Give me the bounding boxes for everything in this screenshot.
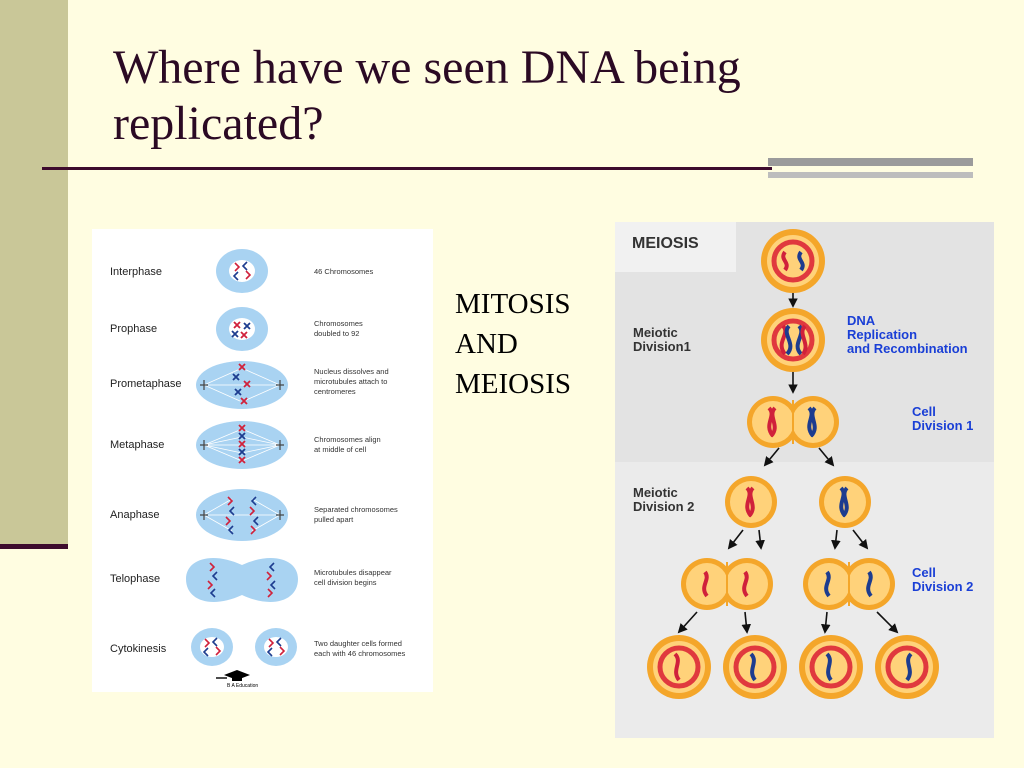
gamete-cell-2	[723, 635, 787, 699]
metaphase-cell	[196, 421, 288, 469]
phase-desc-prometaphase-2: microtubules attach to	[314, 377, 387, 386]
prophase-cell	[216, 307, 268, 351]
arrow-7	[831, 529, 841, 550]
phase-label-prophase: Prophase	[110, 323, 157, 335]
prometaphase-cell	[196, 361, 288, 409]
gamete-cell-1	[647, 635, 711, 699]
phase-desc-interphase-1: 46 Chromosomes	[314, 267, 373, 276]
meiotic-division-1-line-2: Division1	[633, 339, 691, 354]
meiotic-division-1-line-1: Meiotic	[633, 325, 678, 340]
cell-division-2-line-1: Cell	[912, 565, 936, 580]
phase-desc-cytokinesis-1: Two daughter cells formed	[314, 639, 402, 648]
cell-division-1-label: Cell Division 1	[912, 405, 973, 433]
gamete-cell-4	[875, 635, 939, 699]
phase-label-interphase: Interphase	[110, 266, 162, 278]
dna-line-3: and Recombination	[847, 341, 968, 356]
phase-desc-metaphase-1: Chromosomes align	[314, 435, 381, 444]
parent-cell	[761, 229, 825, 293]
meiotic-division-1-label: Meiotic Division1	[633, 326, 691, 354]
meiotic-division-2-label: Meiotic Division 2	[633, 486, 694, 514]
center-label-line-2: AND	[455, 328, 518, 360]
cytokinesis-daughter-cell-right	[255, 628, 297, 666]
meiosis-heading-tab	[615, 222, 736, 272]
title-underline	[42, 167, 772, 170]
slide-title: Where have we seen DNA being replicated?	[113, 40, 873, 152]
dna-line-1: DNA	[847, 313, 876, 328]
graduation-cap-icon	[216, 670, 250, 681]
phase-label-metaphase: Metaphase	[110, 439, 164, 451]
arrow-8	[852, 529, 869, 550]
cell-division-2-line-2: Division 2	[912, 579, 974, 594]
phase-label-anaphase: Anaphase	[110, 509, 160, 521]
arrow-4	[818, 447, 835, 467]
phase-desc-prophase-2: doubled to 92	[314, 329, 359, 338]
anaphase-cell	[196, 489, 288, 541]
arrow-3	[763, 447, 780, 467]
replicated-cell	[761, 308, 825, 372]
mitosis-and-meiosis-label: MITOSIS AND MEIOSIS	[455, 284, 605, 404]
phase-desc-telophase-2: cell division begins	[314, 578, 377, 587]
slide-title-line-2: replicated?	[113, 97, 324, 150]
dividing-cell-1	[747, 396, 839, 448]
meiosis-ii-cell-right	[819, 476, 871, 528]
phase-label-prometaphase: Prometaphase	[110, 378, 182, 390]
phase-desc-prophase-1: Chromosomes	[314, 319, 363, 328]
title-accent-thick	[768, 158, 973, 166]
cell-division-1-line-1: Cell	[912, 404, 936, 419]
cytokinesis-daughter-cell-left	[191, 628, 233, 666]
dna-replication-label: DNA Replication and Recombination	[847, 314, 968, 356]
arrow-5	[727, 529, 744, 550]
title-accent-thin	[768, 172, 973, 178]
slide-title-line-1: Where have we seen DNA being	[113, 41, 741, 94]
phase-desc-cytokinesis-2: each with 46 chromosomes	[314, 649, 406, 658]
left-accent-bar	[0, 0, 68, 545]
cell-division-1-line-2: Division 1	[912, 418, 974, 433]
meiotic-division-2-line-1: Meiotic	[633, 485, 678, 500]
phase-label-cytokinesis: Cytokinesis	[110, 643, 167, 655]
telophase-cell	[186, 557, 298, 602]
meiosis-heading: MEIOSIS	[632, 235, 699, 252]
phase-desc-prometaphase-1: Nucleus dissolves and	[314, 367, 389, 376]
mitosis-diagram: Interphase Prophase Prometaphase Metapha…	[92, 229, 433, 692]
center-label-line-3: MEIOSIS	[455, 368, 572, 400]
dna-line-2: Replication	[847, 327, 918, 342]
arrow-11	[820, 611, 831, 634]
left-accent-rule	[0, 544, 68, 549]
phase-desc-anaphase-2: pulled apart	[314, 515, 354, 524]
meiosis-ii-cell-left	[725, 476, 777, 528]
arrow-12	[876, 611, 899, 634]
center-label-line-1: MITOSIS	[455, 288, 571, 320]
dividing-cell-2-right	[803, 558, 895, 610]
arrow-9	[677, 611, 698, 634]
meiosis-diagram: MEIOSIS Meiotic Division1 DNA Replicatio…	[615, 222, 994, 738]
phase-desc-prometaphase-3: centromeres	[314, 387, 356, 396]
cell-division-2-label: Cell Division 2	[912, 566, 973, 594]
gamete-cell-3	[799, 635, 863, 699]
phase-desc-anaphase-1: Separated chromosomes	[314, 505, 398, 514]
phase-desc-metaphase-2: at middle of cell	[314, 445, 366, 454]
credit-text: B A Education	[227, 683, 258, 689]
dividing-cell-2-left	[681, 558, 773, 610]
interphase-cell	[216, 249, 268, 293]
meiotic-division-2-line-2: Division 2	[633, 499, 695, 514]
arrow-10	[741, 611, 752, 634]
phase-desc-telophase-1: Microtubules disappear	[314, 568, 392, 577]
phase-label-telophase: Telophase	[110, 573, 160, 585]
arrow-6	[755, 529, 765, 550]
